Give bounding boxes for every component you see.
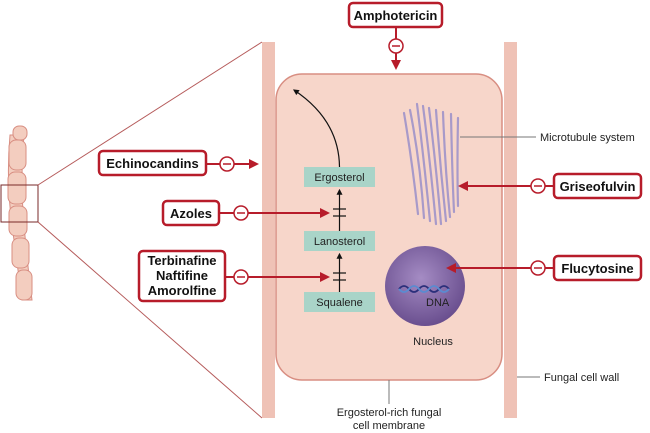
ergosterol-pathway: Ergosterol Lanosterol Squalene xyxy=(293,89,375,312)
griseofulvin-drug: Griseofulvin xyxy=(458,172,643,200)
flucytosine-label: Flucytosine xyxy=(561,261,633,276)
microtubule-label: Microtubule system xyxy=(540,132,635,144)
zoom-line-bottom xyxy=(37,221,263,419)
zoom-line-top xyxy=(37,41,263,186)
echinocandins-label: Echinocandins xyxy=(106,156,198,171)
amorolfine-label: Amorolfine xyxy=(148,283,217,298)
cell-wall-label: Fungal cell wall xyxy=(544,372,619,384)
squalene-box-label: Squalene xyxy=(316,297,363,309)
echinocandins-drug: Echinocandins xyxy=(97,149,259,177)
azoles-drug: Azoles xyxy=(161,199,330,227)
amphotericin-drug: Amphotericin xyxy=(347,1,444,70)
microtubule-system xyxy=(402,102,460,226)
terbinafine-label: Terbinafine xyxy=(147,253,216,268)
fungal-hypha xyxy=(7,125,33,301)
nucleus-label: Nucleus xyxy=(413,336,453,348)
cell-wall-left xyxy=(262,42,275,418)
zoom-box xyxy=(0,184,39,223)
cell-wall-right xyxy=(504,42,517,418)
flucytosine-drug: Flucytosine xyxy=(446,254,643,282)
dna-label: DNA xyxy=(426,297,450,309)
membrane-label-line1: Ergosterol-rich fungal xyxy=(337,407,442,419)
griseofulvin-label: Griseofulvin xyxy=(560,179,636,194)
naftifine-label: Naftifine xyxy=(156,268,208,283)
dna-helix-icon xyxy=(398,285,450,293)
allylamines-drug: Terbinafine Naftifine Amorolfine xyxy=(137,249,330,303)
lanosterol-box-label: Lanosterol xyxy=(314,236,365,248)
fungal-cell xyxy=(275,73,503,381)
ergosterol-box-label: Ergosterol xyxy=(314,172,364,184)
membrane-label-line2: cell membrane xyxy=(353,420,425,432)
azoles-label: Azoles xyxy=(170,206,212,221)
nucleus: DNA xyxy=(385,246,465,326)
amphotericin-label: Amphotericin xyxy=(354,8,438,23)
